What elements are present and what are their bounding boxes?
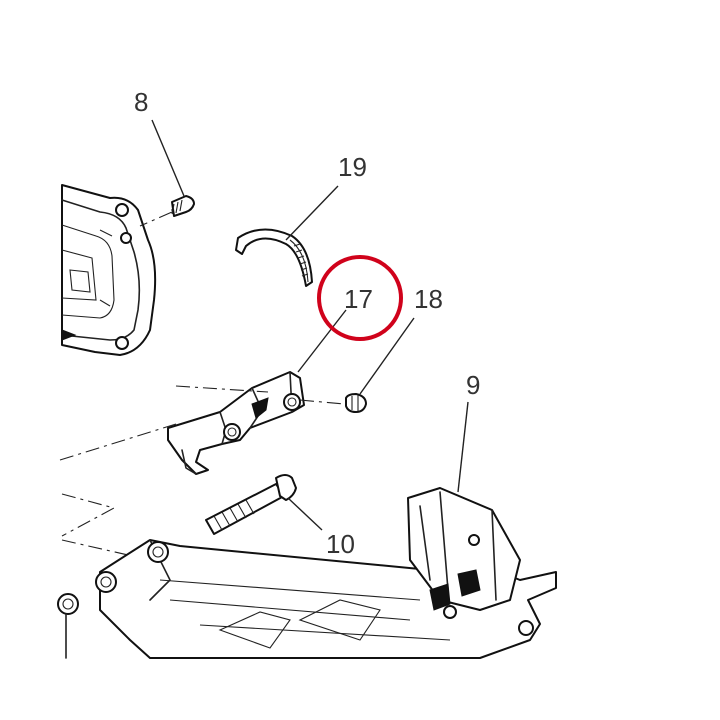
highlight-circle (317, 255, 403, 341)
screw-18 (299, 393, 367, 413)
housing-cover (61, 184, 157, 356)
callout-8: 8 (134, 87, 148, 117)
callout-labels: 8 19 17 18 9 10 (134, 87, 480, 559)
frame-assembly-9 (95, 487, 557, 659)
bracket-17 (167, 371, 305, 475)
bushing (57, 593, 79, 659)
callout-18: 18 (414, 284, 443, 314)
callout-17: 17 (344, 284, 373, 314)
leader-lines (151, 119, 469, 531)
callout-10: 10 (326, 529, 355, 559)
strap-19 (235, 228, 313, 287)
screw-8 (139, 195, 195, 227)
callout-19: 19 (338, 152, 367, 182)
bolt-10 (205, 474, 297, 535)
callout-9: 9 (466, 370, 480, 400)
